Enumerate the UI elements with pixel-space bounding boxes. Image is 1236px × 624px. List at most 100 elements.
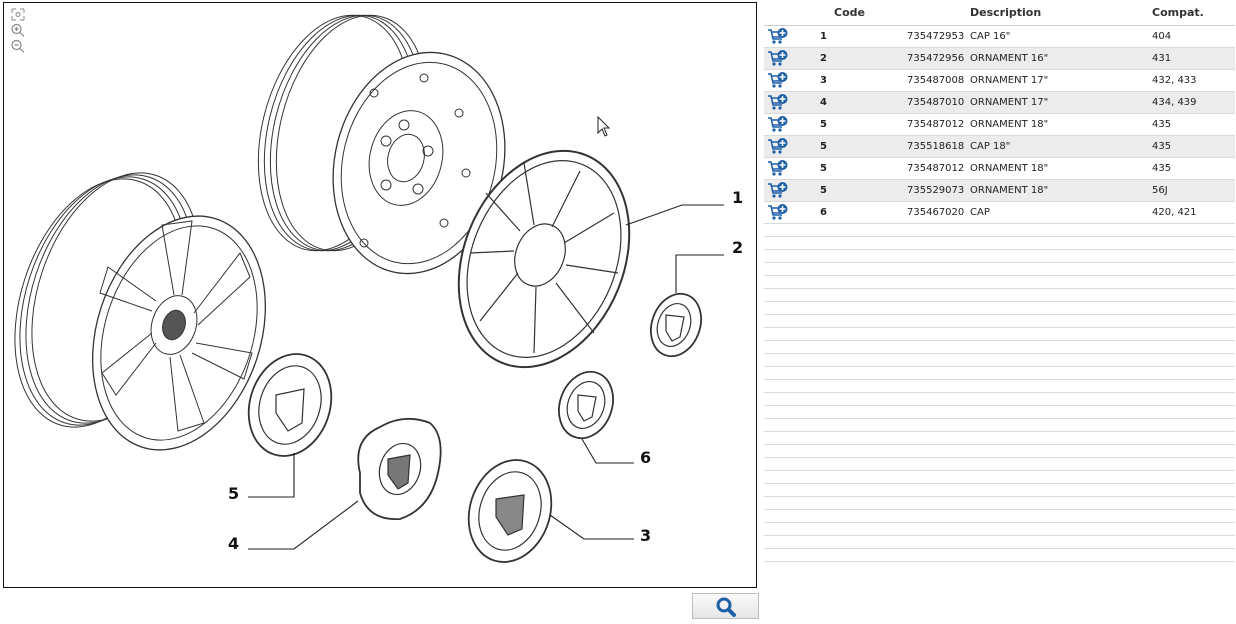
row-ref-number: 5: [820, 185, 827, 196]
column-header-compat[interactable]: Compat.: [1152, 6, 1204, 19]
add-to-cart-icon[interactable]: [767, 93, 789, 111]
row-compat: 432, 433: [1152, 75, 1197, 86]
row-ref-number: 5: [820, 141, 827, 152]
table-row[interactable]: 2 735472956 ORNAMENT 16" 431: [764, 48, 1235, 70]
mouse-cursor-icon: [597, 115, 611, 137]
add-to-cart-icon[interactable]: [767, 71, 789, 89]
row-part-code: 735487012: [907, 119, 965, 130]
empty-table-line: [764, 367, 1235, 380]
empty-table-line: [764, 263, 1235, 276]
row-part-code: 735529073: [907, 185, 965, 196]
steel-rim-drawing: [257, 14, 506, 275]
row-compat: 435: [1152, 119, 1172, 130]
empty-table-line: [764, 406, 1235, 419]
row-compat: 435: [1152, 163, 1172, 174]
callout-4[interactable]: 4: [228, 534, 239, 553]
alloy-wheel-drawing: [14, 172, 267, 451]
table-empty-rows: [764, 224, 1235, 562]
table-row[interactable]: 5 735518618 CAP 18" 435: [764, 136, 1235, 158]
row-part-code: 735518618: [907, 141, 965, 152]
empty-table-line: [764, 393, 1235, 406]
empty-table-line: [764, 341, 1235, 354]
table-row[interactable]: 5 735487012 ORNAMENT 18" 435: [764, 158, 1235, 180]
row-compat: 431: [1152, 53, 1172, 64]
row-ref-number: 6: [820, 207, 827, 218]
fit-to-window-icon[interactable]: [10, 7, 26, 22]
empty-table-line: [764, 536, 1235, 549]
row-compat: 435: [1152, 141, 1172, 152]
row-part-code: 735472956: [907, 53, 965, 64]
leader-line-5: [248, 453, 295, 498]
callout-2[interactable]: 2: [732, 238, 743, 257]
add-to-cart-icon[interactable]: [767, 203, 789, 221]
row-description: CAP 18": [970, 141, 1011, 152]
row-part-code: 735487010: [907, 97, 965, 108]
ornament-4-drawing: [357, 417, 442, 520]
table-row[interactable]: 1 735472953 CAP 16" 404: [764, 26, 1235, 48]
empty-table-line: [764, 458, 1235, 471]
empty-table-line: [764, 419, 1235, 432]
empty-table-line: [764, 523, 1235, 536]
empty-table-line: [764, 549, 1235, 562]
empty-table-line: [764, 302, 1235, 315]
row-description: ORNAMENT 16": [970, 53, 1049, 64]
empty-table-line: [764, 497, 1235, 510]
empty-table-line: [764, 354, 1235, 367]
empty-table-line: [764, 289, 1235, 302]
parts-diagram-viewer[interactable]: 1 2 3 4 5 6: [3, 2, 757, 588]
zoom-toolbar: [10, 7, 26, 55]
row-description: ORNAMENT 18": [970, 185, 1049, 196]
add-to-cart-icon[interactable]: [767, 159, 789, 177]
table-row[interactable]: 3 735487008 ORNAMENT 17" 432, 433: [764, 70, 1235, 92]
empty-table-line: [764, 484, 1235, 497]
leader-line-1: [625, 204, 724, 226]
empty-table-line: [764, 510, 1235, 523]
add-to-cart-icon[interactable]: [767, 137, 789, 155]
empty-table-line: [764, 380, 1235, 393]
table-row[interactable]: 5 735487012 ORNAMENT 18" 435: [764, 114, 1235, 136]
row-part-code: 735472953: [907, 31, 965, 42]
ornament-5-drawing: [247, 353, 333, 457]
column-header-code[interactable]: Code: [834, 6, 865, 19]
add-to-cart-icon[interactable]: [767, 115, 789, 133]
row-compat: 56J: [1152, 185, 1168, 196]
search-button[interactable]: [692, 593, 759, 619]
table-row[interactable]: 5 735529073 ORNAMENT 18" 56J: [764, 180, 1235, 202]
empty-table-line: [764, 250, 1235, 263]
row-description: ORNAMENT 18": [970, 119, 1049, 130]
add-to-cart-icon[interactable]: [767, 181, 789, 199]
empty-table-line: [764, 471, 1235, 484]
add-to-cart-icon[interactable]: [767, 27, 789, 45]
row-ref-number: 3: [820, 75, 827, 86]
empty-table-line: [764, 432, 1235, 445]
exploded-wheel-diagram: 1 2 3 4 5 6: [14, 14, 743, 563]
search-icon: [716, 597, 736, 617]
empty-table-line: [764, 237, 1235, 250]
table-header: Code Description Compat.: [764, 2, 1235, 26]
table-row[interactable]: 4 735487010 ORNAMENT 17" 434, 439: [764, 92, 1235, 114]
row-part-code: 735467020: [907, 207, 965, 218]
add-to-cart-icon[interactable]: [767, 49, 789, 67]
leader-line-2: [675, 254, 724, 293]
zoom-in-icon[interactable]: [10, 23, 26, 38]
callout-1[interactable]: 1: [732, 188, 743, 207]
row-compat: 434, 439: [1152, 97, 1197, 108]
column-header-description[interactable]: Description: [970, 6, 1042, 19]
row-ref-number: 5: [820, 119, 827, 130]
callout-5[interactable]: 5: [228, 484, 239, 503]
row-ref-number: 4: [820, 97, 827, 108]
row-description: ORNAMENT 17": [970, 75, 1049, 86]
callout-3[interactable]: 3: [640, 526, 651, 545]
zoom-out-icon[interactable]: [10, 39, 26, 54]
row-ref-number: 2: [820, 53, 827, 64]
empty-table-line: [764, 328, 1235, 341]
row-compat: 420, 421: [1152, 207, 1197, 218]
table-body: 1 735472953 CAP 16" 404 2 735472956 ORNA…: [764, 26, 1235, 224]
center-cap-2-drawing: [650, 292, 702, 358]
empty-table-line: [764, 445, 1235, 458]
wheel-cover-drawing: [457, 149, 631, 369]
table-row[interactable]: 6 735467020 CAP 420, 421: [764, 202, 1235, 224]
ornament-3-drawing: [467, 459, 553, 563]
row-description: ORNAMENT 18": [970, 163, 1049, 174]
callout-6[interactable]: 6: [640, 448, 651, 467]
